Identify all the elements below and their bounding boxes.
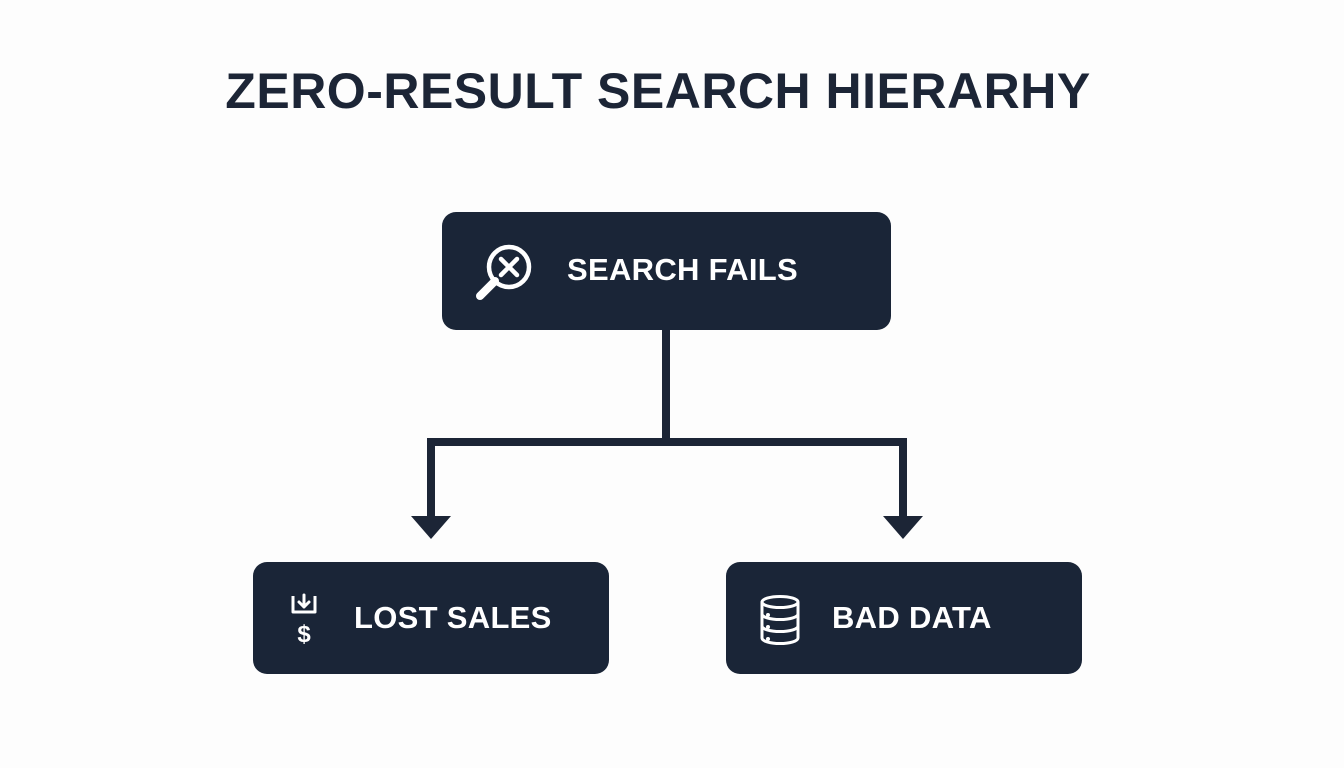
svg-text:$: $ — [297, 621, 311, 646]
arrowhead-right — [883, 516, 923, 539]
node-label-bad-data: BAD DATA — [832, 600, 992, 635]
node-bad-data: BAD DATA — [726, 562, 1082, 674]
node-search-fails: SEARCH FAILS — [442, 212, 891, 330]
node-lost-sales: $ LOST SALES — [253, 562, 609, 674]
search-error-icon — [476, 244, 532, 300]
database-icon — [760, 595, 800, 645]
arrowhead-left — [411, 516, 451, 539]
node-label-lost-sales: LOST SALES — [354, 600, 552, 635]
node-label-search-fails: SEARCH FAILS — [567, 252, 798, 287]
download-dollar-icon: $ — [291, 593, 317, 646]
diagram-title: ZERO-RESULT SEARCH HIERARHY — [225, 63, 1091, 119]
